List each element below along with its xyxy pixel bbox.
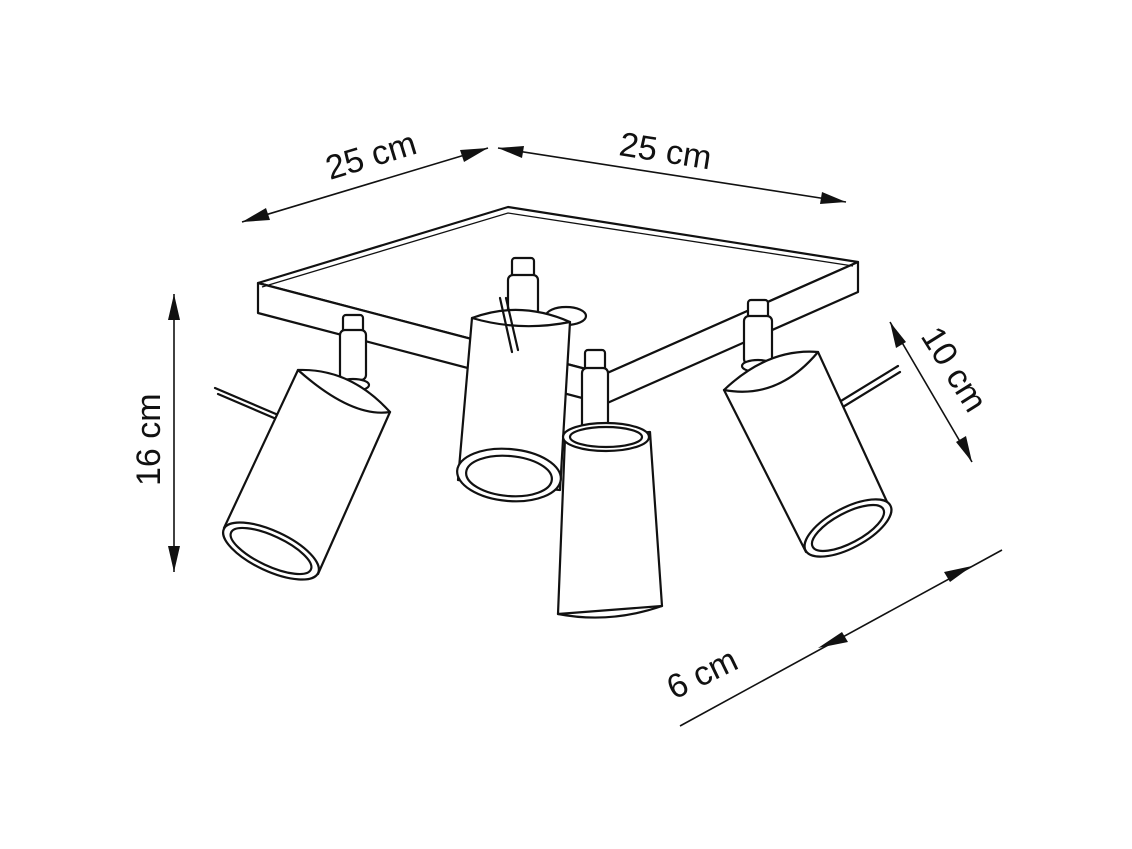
dimension-base-depth: 10 cm [889,320,995,463]
dimension-label-height: 16 cm [130,393,168,486]
spotlight-right [722,298,902,558]
dimension-label-base-depth: 10 cm [913,320,994,419]
dimension-width-right: 25 cm [497,125,847,204]
dimension-width-left: 25 cm [241,124,489,223]
dimension-label-width-right: 25 cm [617,125,714,177]
spotlight-left [213,313,392,581]
dimension-shade-diameter: 6 cm [661,549,1003,727]
dimension-height: 16 cm [130,294,180,572]
dimension-label-width-left: 25 cm [321,124,421,187]
spotlight-front-center [556,348,664,619]
spotlight-back-center [456,256,588,503]
